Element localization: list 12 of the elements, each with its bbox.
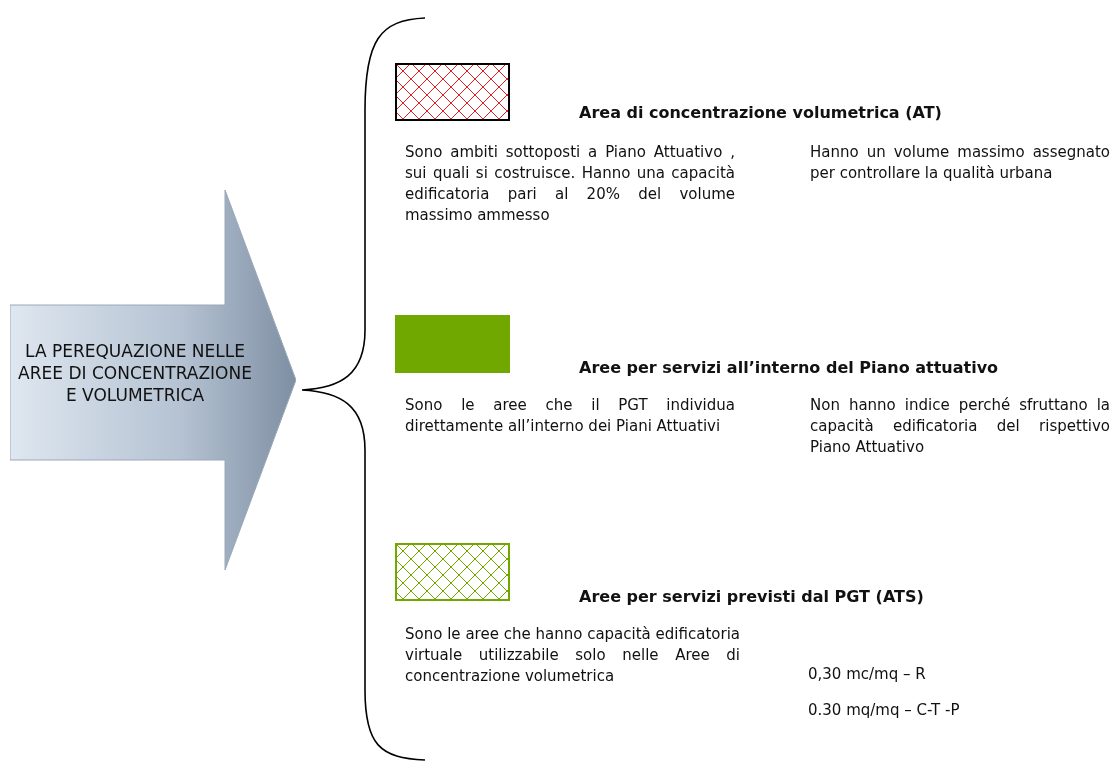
legend-text: Aree per servizi previsti dal PGT (ATS) <box>579 587 924 606</box>
value-text: 0.30 mq/mq – C-T -P <box>808 700 960 721</box>
arrow-shape <box>10 190 296 570</box>
value-text: 0,30 mc/mq – R <box>808 664 926 685</box>
description-text: Non hanno indice perché sfruttano la capacità edificatoria del rispettivo Piano Attuativo <box>810 395 1110 458</box>
description-text: Hanno un volume massimo assegnato per controllare la qualità urbana <box>810 142 1110 184</box>
legend-text: Area di concentrazione volumetrica (AT) <box>579 103 942 122</box>
legend-text: Aree per servizi all’interno del Piano attuativo <box>579 358 999 377</box>
description-text: Sono le aree che il PGT individua direttamente all’interno dei Piani Attuativi <box>405 395 735 437</box>
description-text: Sono le aree che hanno capacità edificatoria virtuale utilizzabile solo nelle Aree di concentrazione volumetrica <box>405 624 740 687</box>
description-text: Sono ambiti sottoposti a Piano Attuativo , sui quali si costruisce. Hanno una capacità edificatoria pari al 20% del volume massimo ammesso <box>405 142 735 226</box>
arrow-text: LA PEREQUAZIONE NELLE AREE DI CONCENTRAZIONE E VOLUMETRICA <box>18 340 252 406</box>
